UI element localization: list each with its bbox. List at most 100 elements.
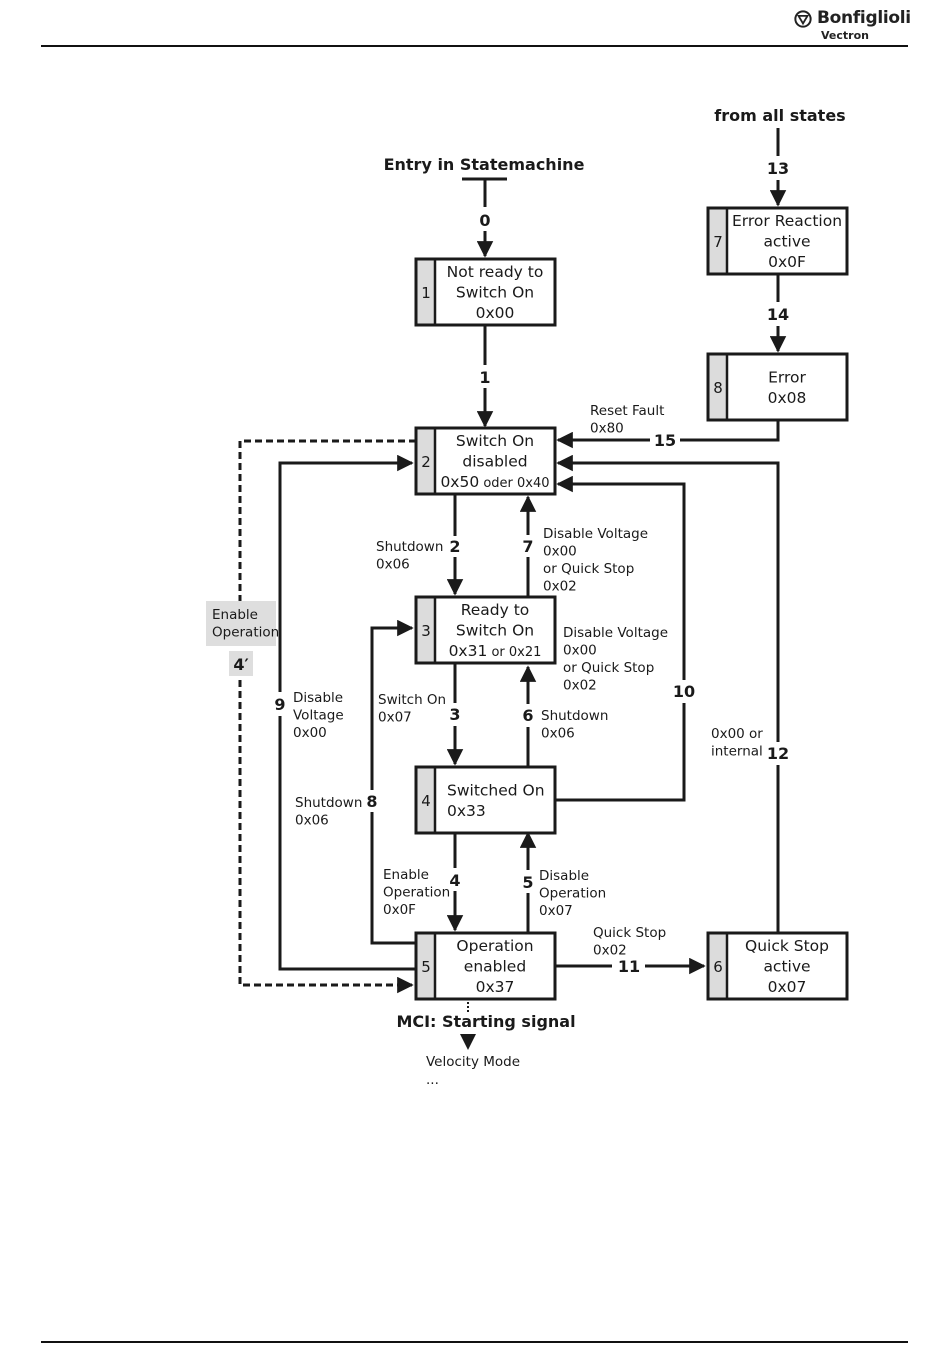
transition-label-7: 0x02 xyxy=(543,579,577,595)
transition-10-arrow xyxy=(556,475,686,680)
state-box-frame xyxy=(414,595,557,665)
transition-label-9: Voltage xyxy=(293,708,344,724)
transition-num-0: 0 xyxy=(479,211,490,230)
state-id: 1 xyxy=(421,284,431,302)
state-text-line: active xyxy=(763,958,810,976)
transition-label-7: Disable Voltage xyxy=(543,526,648,542)
transition-num-14: 14 xyxy=(767,305,789,324)
transition-4prime-arrow xyxy=(238,680,414,994)
footer-rule xyxy=(41,1341,908,1343)
state-text-line: Not ready to xyxy=(447,263,544,281)
transition-15-line-right xyxy=(680,420,780,442)
transition-4prime-line-top xyxy=(238,439,416,601)
transition-label-11: 0x02 xyxy=(593,943,627,959)
transition-label-10: 0x00 xyxy=(563,643,597,659)
transition-num-4prime: 4′ xyxy=(233,655,248,674)
transition-num-5: 5 xyxy=(522,873,533,892)
transition-label-5: Disable xyxy=(539,868,589,884)
transition-label-6: 0x06 xyxy=(541,726,575,742)
transition-num-7: 7 xyxy=(522,537,533,556)
transition-label-9: Disable xyxy=(293,690,343,706)
transition-label-15: Reset Fault xyxy=(590,403,664,419)
state-code: 0x50 oder 0x40 xyxy=(440,473,549,491)
brand-logo: Bonfiglioli Vectron xyxy=(793,8,913,44)
transition-label-5: 0x07 xyxy=(539,903,573,919)
transition-label-8: Shutdown xyxy=(295,795,362,811)
mci-arrow-icon xyxy=(460,1034,476,1050)
state-id-cell xyxy=(417,260,435,324)
state-id-cell xyxy=(709,355,727,419)
state-box-frame xyxy=(706,352,849,422)
state-text-line: Error Reaction xyxy=(732,212,842,230)
transition-label-15: 0x80 xyxy=(590,421,624,437)
state-text-line: active xyxy=(763,233,810,251)
transition-label-12: internal xyxy=(711,744,763,760)
transition-label-3: 0x07 xyxy=(378,710,412,726)
state-id: 3 xyxy=(421,622,431,640)
transition-num-8: 8 xyxy=(366,792,377,811)
transition-10-line-bottom xyxy=(556,703,686,802)
transition-num-2: 2 xyxy=(449,537,460,556)
transition-num-13: 13 xyxy=(767,159,789,178)
transition-label-10: 0x02 xyxy=(563,678,597,694)
state-text-line: 0x08 xyxy=(768,389,807,407)
mci-target-label: Velocity Mode xyxy=(426,1054,520,1070)
transition-label-10: or Quick Stop xyxy=(563,660,654,676)
state-box-frame xyxy=(706,931,849,1001)
transition-num-9: 9 xyxy=(274,695,285,714)
state-id: 2 xyxy=(421,453,431,471)
state-box-3: 3 Ready to Switch On 0x31 or 0x21 xyxy=(414,595,557,665)
transition-label-11: Quick Stop xyxy=(593,925,666,941)
transition-4prime-num-box xyxy=(229,651,253,676)
transition-label-4prime: Enable xyxy=(212,607,258,623)
state-text-line: Quick Stop xyxy=(745,937,829,955)
state-id: 7 xyxy=(713,233,723,251)
state-text-line: disabled xyxy=(462,453,527,471)
state-id-cell xyxy=(417,934,435,998)
state-id: 6 xyxy=(713,958,723,976)
transition-12-arrow xyxy=(556,454,780,742)
state-id: 4 xyxy=(421,792,431,810)
mci-label: MCI: Starting signal xyxy=(396,1012,575,1031)
state-text-line: Switch On xyxy=(456,432,534,450)
entry-label: Entry in Statemachine xyxy=(384,155,585,174)
transition-num-4: 4 xyxy=(449,871,460,890)
state-code: 0x31 or 0x21 xyxy=(449,642,542,660)
state-box-frame xyxy=(706,206,849,276)
state-box-frame xyxy=(414,765,557,835)
state-box-frame xyxy=(414,257,557,327)
state-text-line: Operation xyxy=(456,937,533,955)
state-id-cell xyxy=(417,429,435,493)
transition-label-4: 0x0F xyxy=(383,902,416,918)
transition-4prime-label-box xyxy=(206,601,276,646)
state-text-line: Ready to xyxy=(461,601,530,619)
state-box-7: 7 Error Reaction active 0x0F xyxy=(706,206,849,276)
transition-label-2: Shutdown xyxy=(376,539,443,555)
header-rule xyxy=(41,45,908,47)
transition-label-12: 0x00 or xyxy=(711,726,763,742)
bonfiglioli-triangle-icon xyxy=(794,10,812,28)
transition-label-9: 0x00 xyxy=(293,725,327,741)
state-box-frame xyxy=(414,426,557,496)
transition-num-11: 11 xyxy=(618,957,640,976)
state-box-2: 2 Switch On disabled 0x50 oder 0x40 xyxy=(414,426,557,496)
transition-label-7: or Quick Stop xyxy=(543,561,634,577)
state-id: 5 xyxy=(421,958,431,976)
transition-label-4: Enable xyxy=(383,867,429,883)
transition-num-10: 10 xyxy=(673,682,695,701)
transition-num-1: 1 xyxy=(479,368,490,387)
state-box-8: 8 Error 0x08 xyxy=(706,352,849,422)
state-id-cell xyxy=(417,768,435,832)
mci-more-label: ... xyxy=(426,1072,439,1088)
state-id: 8 xyxy=(713,379,723,397)
state-id-cell xyxy=(417,598,435,662)
brand-name: Bonfiglioli xyxy=(817,8,911,28)
state-text-line: 0x0F xyxy=(768,253,806,271)
transition-num-3: 3 xyxy=(449,705,460,724)
state-text-line: Error xyxy=(768,368,806,386)
state-text-line: Switch On xyxy=(456,622,534,640)
